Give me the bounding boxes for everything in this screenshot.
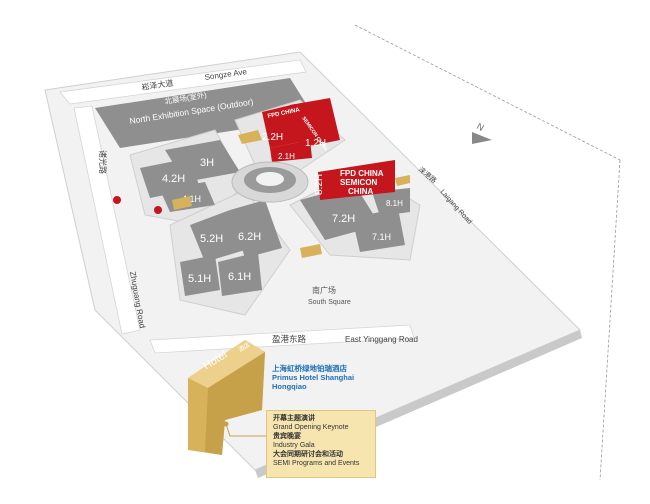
hall-7-1h: [352, 208, 405, 252]
metro-icon: [113, 196, 121, 204]
legend-item3-zh: 大会同期研讨会和活动: [273, 451, 343, 458]
hall-5-2h: [190, 210, 245, 262]
south-area-zh: 南广场: [312, 285, 336, 295]
legend-item2-zh: 贵宾晚宴: [273, 433, 301, 440]
legend-item2-en: Industry Gala: [273, 442, 315, 449]
metro-icons: [113, 196, 162, 214]
hall-2-2h-label: 2.2H: [262, 132, 283, 143]
site-boundary: [354, 24, 621, 481]
event-logo-hall82-3: CHINA: [348, 187, 374, 196]
hall-7-2h-label: 7.2H: [332, 213, 355, 225]
top-road-zh: 崧泽大道: [141, 78, 174, 92]
hall-8-2h: [318, 160, 395, 200]
hall-6-2h-label: 6.2H: [238, 231, 261, 243]
hotel-name-en-2: Hongqiao: [272, 382, 307, 391]
entrance-markers: [172, 130, 410, 258]
red-halls: [262, 98, 395, 200]
south-area-en: South Square: [308, 299, 351, 306]
hall-6-2h: [230, 200, 282, 258]
hall-1-2h: [290, 98, 340, 148]
hall-8-1h: [372, 188, 410, 216]
hall-8-1h-label: 8.1H: [386, 199, 403, 208]
hall-5-1h: [180, 255, 220, 296]
grey-halls: [140, 140, 410, 296]
roads: [59, 59, 415, 354]
metro-icon: [154, 206, 162, 214]
hall-1-2h-label: 1.2H: [305, 138, 326, 149]
legend-item1-zh: 开幕主题演讲: [273, 415, 315, 422]
left-road-zh: 诸光路: [98, 150, 108, 174]
hall-4-1h-label: 4.1H: [182, 194, 201, 204]
hall-3h-label: 3H: [200, 157, 214, 169]
hall-6-1h: [218, 252, 262, 296]
legend-item3-en: SEMI Programs and Events: [273, 460, 360, 467]
legend-item1-en: Grand Opening Keynote: [273, 424, 349, 431]
hotel-connector: [223, 421, 266, 437]
hall-2-1h: [270, 140, 312, 162]
bottom-road-zh: 盈港东路: [272, 334, 307, 344]
hotel-events-legend: 开幕主题演讲 Grand Opening Keynote 贵宾晚宴 Indust…: [266, 410, 376, 478]
north-exhibition-space: [95, 78, 315, 148]
hall-4-2h-label: 4.2H: [162, 173, 185, 185]
hotel-name-zh: 上海虹桥绿地铂瑞酒店: [272, 364, 347, 373]
hall-8-2h-label: 8.2H: [314, 174, 325, 195]
bottom-road-en: East Yinggang Road: [345, 335, 418, 344]
hall-5-1h-label: 5.1H: [188, 273, 211, 285]
event-logo-hall82-1: FPD CHINA: [340, 169, 384, 178]
north-label: N: [475, 121, 486, 133]
hotel-building: Hotel 酒店: [188, 340, 265, 455]
central-plaza: [231, 161, 309, 203]
event-logo-hall82-2: SEMICON: [340, 178, 378, 187]
hall-2-1h-label: 2.1H: [278, 152, 295, 161]
hotel-name-en-1: Primus Hotel Shanghai: [272, 373, 355, 382]
compass: N: [472, 121, 492, 144]
hall-6-1h-label: 6.1H: [228, 271, 251, 283]
hall-7-1h-label: 7.1H: [372, 232, 391, 242]
hall-5-2h-label: 5.2H: [200, 233, 223, 245]
hotel-name: 上海虹桥绿地铂瑞酒店 Primus Hotel Shanghai Hongqia…: [272, 364, 354, 391]
